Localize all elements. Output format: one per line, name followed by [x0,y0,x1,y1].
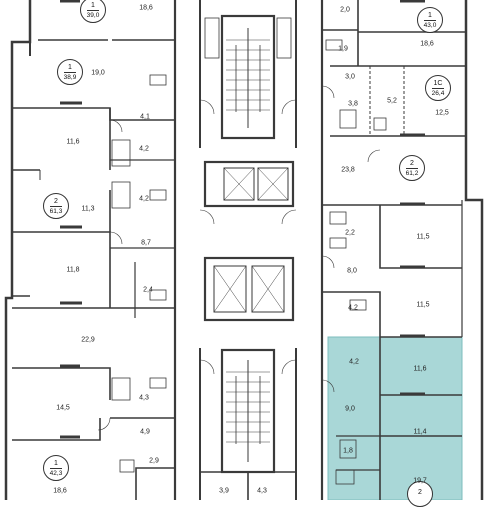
room-area-label: 4,2 [349,358,359,366]
room-area-label: 8,7 [141,239,151,247]
room-area-label: 2,9 [149,457,159,465]
room-area-label: 2,0 [340,6,350,14]
room-area-label: 1,8 [343,447,353,455]
room-area-label: 18,6 [139,4,153,12]
room-area-label: 19,0 [91,69,105,77]
room-area-label: 11,6 [66,138,80,146]
room-area-label: 18,6 [53,487,67,495]
room-area-label: 12,5 [435,109,449,117]
room-area-label: 22,9 [81,336,95,344]
core [199,0,297,500]
room-area-label: 14,5 [56,404,70,412]
room-area-label: 4,3 [257,487,267,495]
room-area-label: 11,3 [81,205,95,213]
room-area-label: 11,5 [416,301,430,309]
room-area-label: 4,2 [139,195,149,203]
room-area-label: 18,6 [420,40,434,48]
room-area-label: 4,2 [139,145,149,153]
room-area-label: 4,3 [139,394,149,402]
room-area-label: 4,1 [140,113,150,121]
room-area-label: 11,8 [66,266,80,274]
room-area-label: 3,8 [348,100,358,108]
room-area-label: 19,7 [413,477,427,485]
left-wing [4,0,177,500]
room-area-label: 3,0 [345,73,355,81]
right-wing [320,0,484,500]
room-area-label: 8,0 [347,267,357,275]
room-area-label: 5,2 [387,97,397,105]
room-area-label: 11,4 [413,428,427,436]
room-area-label: 11,5 [416,233,430,241]
room-area-label: 9,0 [345,405,355,413]
apartment-badge[interactable]: 2 [407,481,433,507]
room-area-label: 11,6 [413,365,427,373]
room-area-label: 2,4 [143,286,153,294]
room-area-label: 4,2 [348,304,358,312]
room-area-label: 1,9 [338,45,348,53]
room-area-label: 23,8 [341,166,355,174]
room-area-label: 2,2 [345,229,355,237]
room-area-label: 3,9 [219,487,229,495]
highlighted-apartment[interactable] [327,336,463,500]
room-area-label: 4,9 [140,428,150,436]
